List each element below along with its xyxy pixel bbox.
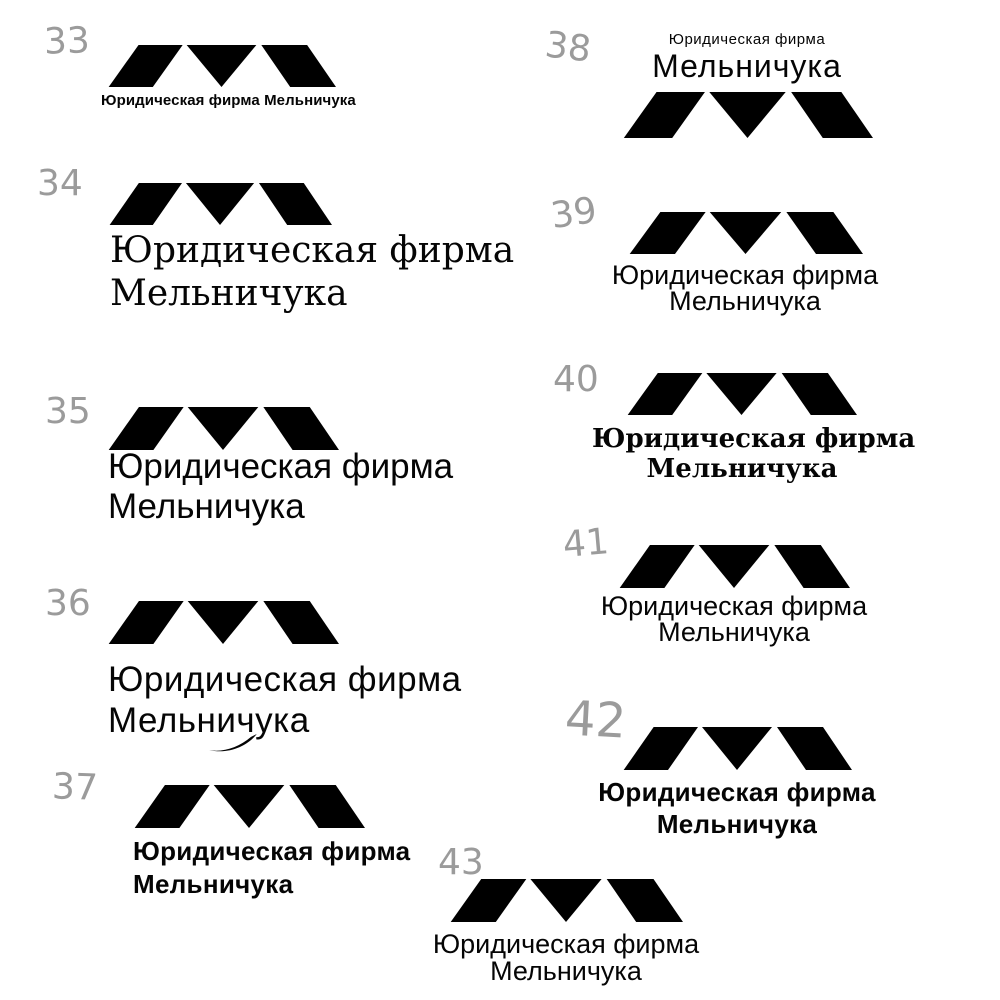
- calligraphic-swash-icon: [209, 734, 257, 752]
- variant-number: 42: [563, 690, 628, 750]
- wordmark-line2: Мельничука: [646, 454, 838, 484]
- wordmark: Юридическая фирма Мельничука: [133, 835, 410, 901]
- variant-number: 35: [45, 391, 91, 432]
- wordmark-line1: Юридическая фирма: [598, 777, 876, 807]
- wordmark: Юридическая фирма Мельничука: [108, 447, 453, 527]
- wordmark-line1: Юридическая фирма: [108, 447, 454, 486]
- wordmark-line1: Юридическая фирма Мельничука: [101, 92, 356, 109]
- variant-number: 38: [542, 24, 594, 71]
- wordmark-line1: Юридическая фирма: [611, 260, 879, 290]
- mountain-m-logo-icon: [627, 373, 857, 415]
- wordmark-line1: Юридическая фирма: [432, 929, 700, 959]
- wordmark-line1: Юридическая фирма: [108, 660, 462, 699]
- wordmark-line1: Юридическая фирма: [668, 31, 826, 48]
- mountain-m-logo-icon: [108, 407, 339, 450]
- mountain-m-logo-icon: [623, 727, 852, 770]
- mountain-m-logo-icon: [450, 879, 683, 922]
- wordmark: Юридическая фирма Мельничука: [587, 776, 887, 840]
- variant-number: 34: [37, 163, 83, 204]
- variant-number: 37: [51, 766, 99, 809]
- mountain-m-logo-icon: [619, 545, 850, 588]
- wordmark-line1: Юридическая фирма: [110, 230, 515, 271]
- mountain-m-logo-icon: [108, 601, 339, 644]
- wordmark-line2: Мельничука: [658, 617, 810, 647]
- wordmark-line2: Мельничука: [133, 869, 294, 899]
- wordmark-line1: Юридическая фирма: [133, 836, 411, 866]
- wordmark-line2: Мельничука: [110, 273, 348, 314]
- variant-number: 36: [45, 583, 91, 624]
- wordmark-line2: Мельничука: [669, 286, 821, 316]
- variant-number: 39: [548, 190, 600, 237]
- variant-number: 33: [43, 20, 91, 63]
- wordmark: Юридическая фирма Мельничука: [597, 31, 897, 83]
- variant-number: 40: [553, 359, 599, 400]
- mountain-m-logo-icon: [623, 92, 873, 138]
- wordmark-line1: Юридическая фирма: [592, 424, 916, 454]
- wordmark-line2: Мельничука: [108, 487, 305, 526]
- wordmark-line2: Мельничука: [652, 48, 842, 84]
- variant-number: 41: [561, 521, 611, 566]
- variant-number: 43: [438, 842, 484, 883]
- mountain-m-logo-icon: [109, 183, 332, 225]
- wordmark: Юридическая фирма Мельничука: [595, 260, 895, 316]
- wordmark: Юридическая фирма Мельничука: [110, 229, 514, 315]
- wordmark: Юридическая фирма Мельничука: [592, 424, 916, 484]
- mountain-m-logo-icon: [629, 212, 863, 254]
- wordmark: Юридическая фирма Мельничука: [416, 931, 716, 985]
- wordmark-line1: Юридическая фирма: [600, 591, 868, 621]
- wordmark-line2: Мельничука: [108, 701, 310, 740]
- wordmark: Юридическая фирма Мельничука: [584, 591, 884, 647]
- mountain-m-logo-icon: [134, 785, 365, 828]
- wordmark: Юридическая фирма Мельничука: [101, 92, 356, 109]
- wordmark: Юридическая фирма Мельничука: [108, 659, 462, 741]
- wordmark-line2: Мельничука: [656, 809, 818, 839]
- mountain-m-logo-icon: [108, 45, 336, 87]
- wordmark-line2: Мельничука: [490, 956, 642, 986]
